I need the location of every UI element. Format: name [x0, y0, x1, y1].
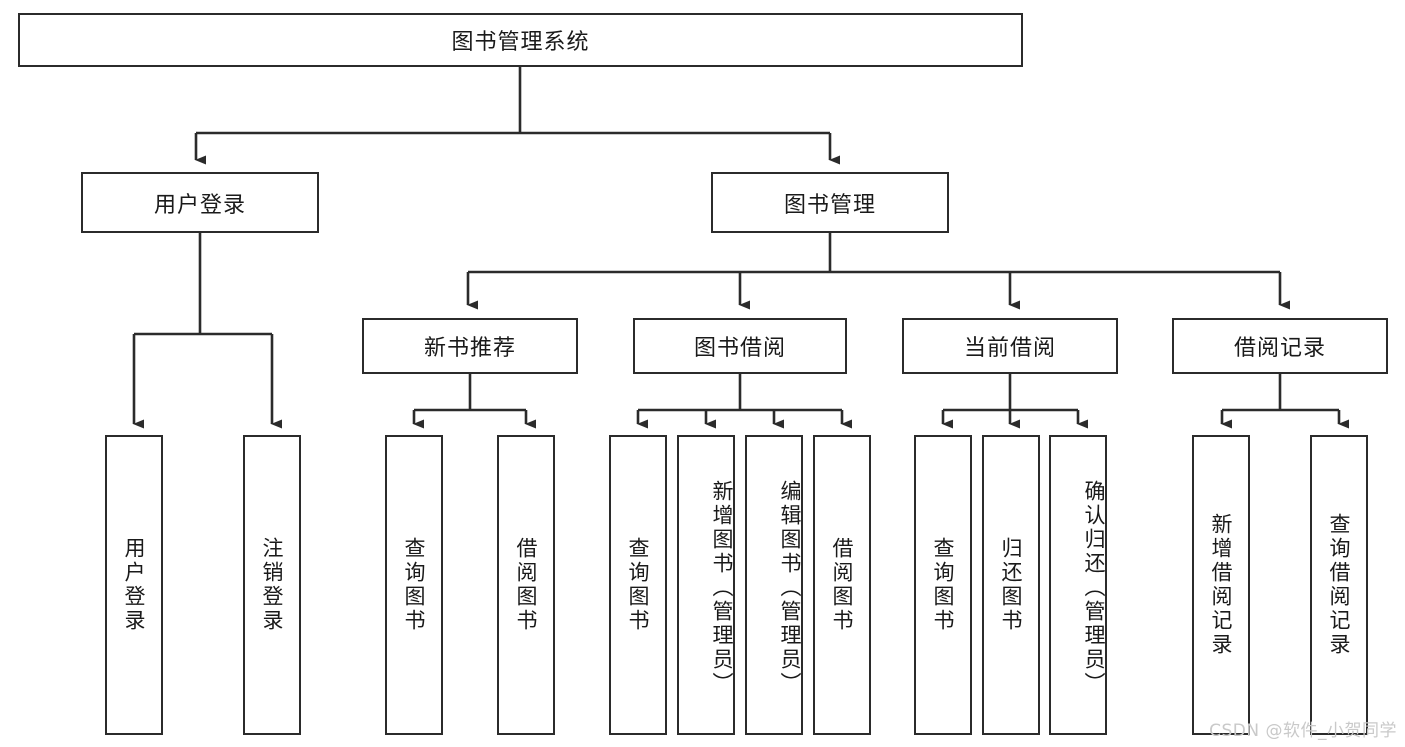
node-label: 借阅图书: [514, 537, 539, 633]
node-label: 新增借阅记录: [1209, 513, 1234, 657]
node-label: 确认归还（管理员）: [1082, 480, 1106, 696]
node-label: 用户登录: [153, 192, 246, 218]
node-label: 查询借阅记录: [1327, 513, 1352, 657]
node-label: 查询图书: [402, 537, 427, 633]
node-root[interactable]: 图书管理系统: [18, 13, 1023, 67]
node-new-book-recommend[interactable]: 新书推荐: [362, 318, 578, 374]
node-label: 图书借阅: [693, 336, 786, 361]
leaf-borrow-book[interactable]: 借阅图书: [813, 435, 871, 735]
leaf-return-book[interactable]: 归还图书: [982, 435, 1040, 735]
leaf-query-book-new[interactable]: 查询图书: [385, 435, 443, 735]
node-label: 新书推荐: [423, 336, 516, 361]
leaf-query-book-current[interactable]: 查询图书: [914, 435, 972, 735]
leaf-user-login[interactable]: 用户登录: [105, 435, 163, 735]
node-label: 图书管理: [783, 192, 876, 218]
node-label: 用户登录: [122, 537, 147, 633]
leaf-add-book-admin[interactable]: 新增图书（管理员）: [677, 435, 735, 735]
node-user-login[interactable]: 用户登录: [81, 172, 319, 233]
leaf-add-borrow-record[interactable]: 新增借阅记录: [1192, 435, 1250, 735]
node-book-borrow[interactable]: 图书借阅: [633, 318, 847, 374]
node-label: 归还图书: [999, 537, 1024, 633]
leaf-logout[interactable]: 注销登录: [243, 435, 301, 735]
csdn-watermark: CSDN @软件_小贺同学: [1209, 721, 1397, 741]
node-label: 借阅图书: [830, 537, 855, 633]
node-current-borrow[interactable]: 当前借阅: [902, 318, 1118, 374]
leaf-edit-book-admin[interactable]: 编辑图书（管理员）: [745, 435, 803, 735]
node-label: 新增图书（管理员）: [710, 480, 734, 696]
node-book-management[interactable]: 图书管理: [711, 172, 949, 233]
node-label: 借阅记录: [1233, 336, 1326, 361]
node-borrow-record[interactable]: 借阅记录: [1172, 318, 1388, 374]
leaf-query-book-borrow[interactable]: 查询图书: [609, 435, 667, 735]
node-label: 查询图书: [931, 537, 956, 633]
leaf-confirm-return-admin[interactable]: 确认归还（管理员）: [1049, 435, 1107, 735]
leaf-query-borrow-record[interactable]: 查询借阅记录: [1310, 435, 1368, 735]
node-label: 图书管理系统: [451, 30, 590, 55]
node-label: 查询图书: [626, 537, 651, 633]
node-label: 当前借阅: [963, 336, 1056, 361]
node-label: 注销登录: [260, 537, 285, 633]
node-label: 编辑图书（管理员）: [778, 480, 802, 696]
leaf-borrow-book-new[interactable]: 借阅图书: [497, 435, 555, 735]
